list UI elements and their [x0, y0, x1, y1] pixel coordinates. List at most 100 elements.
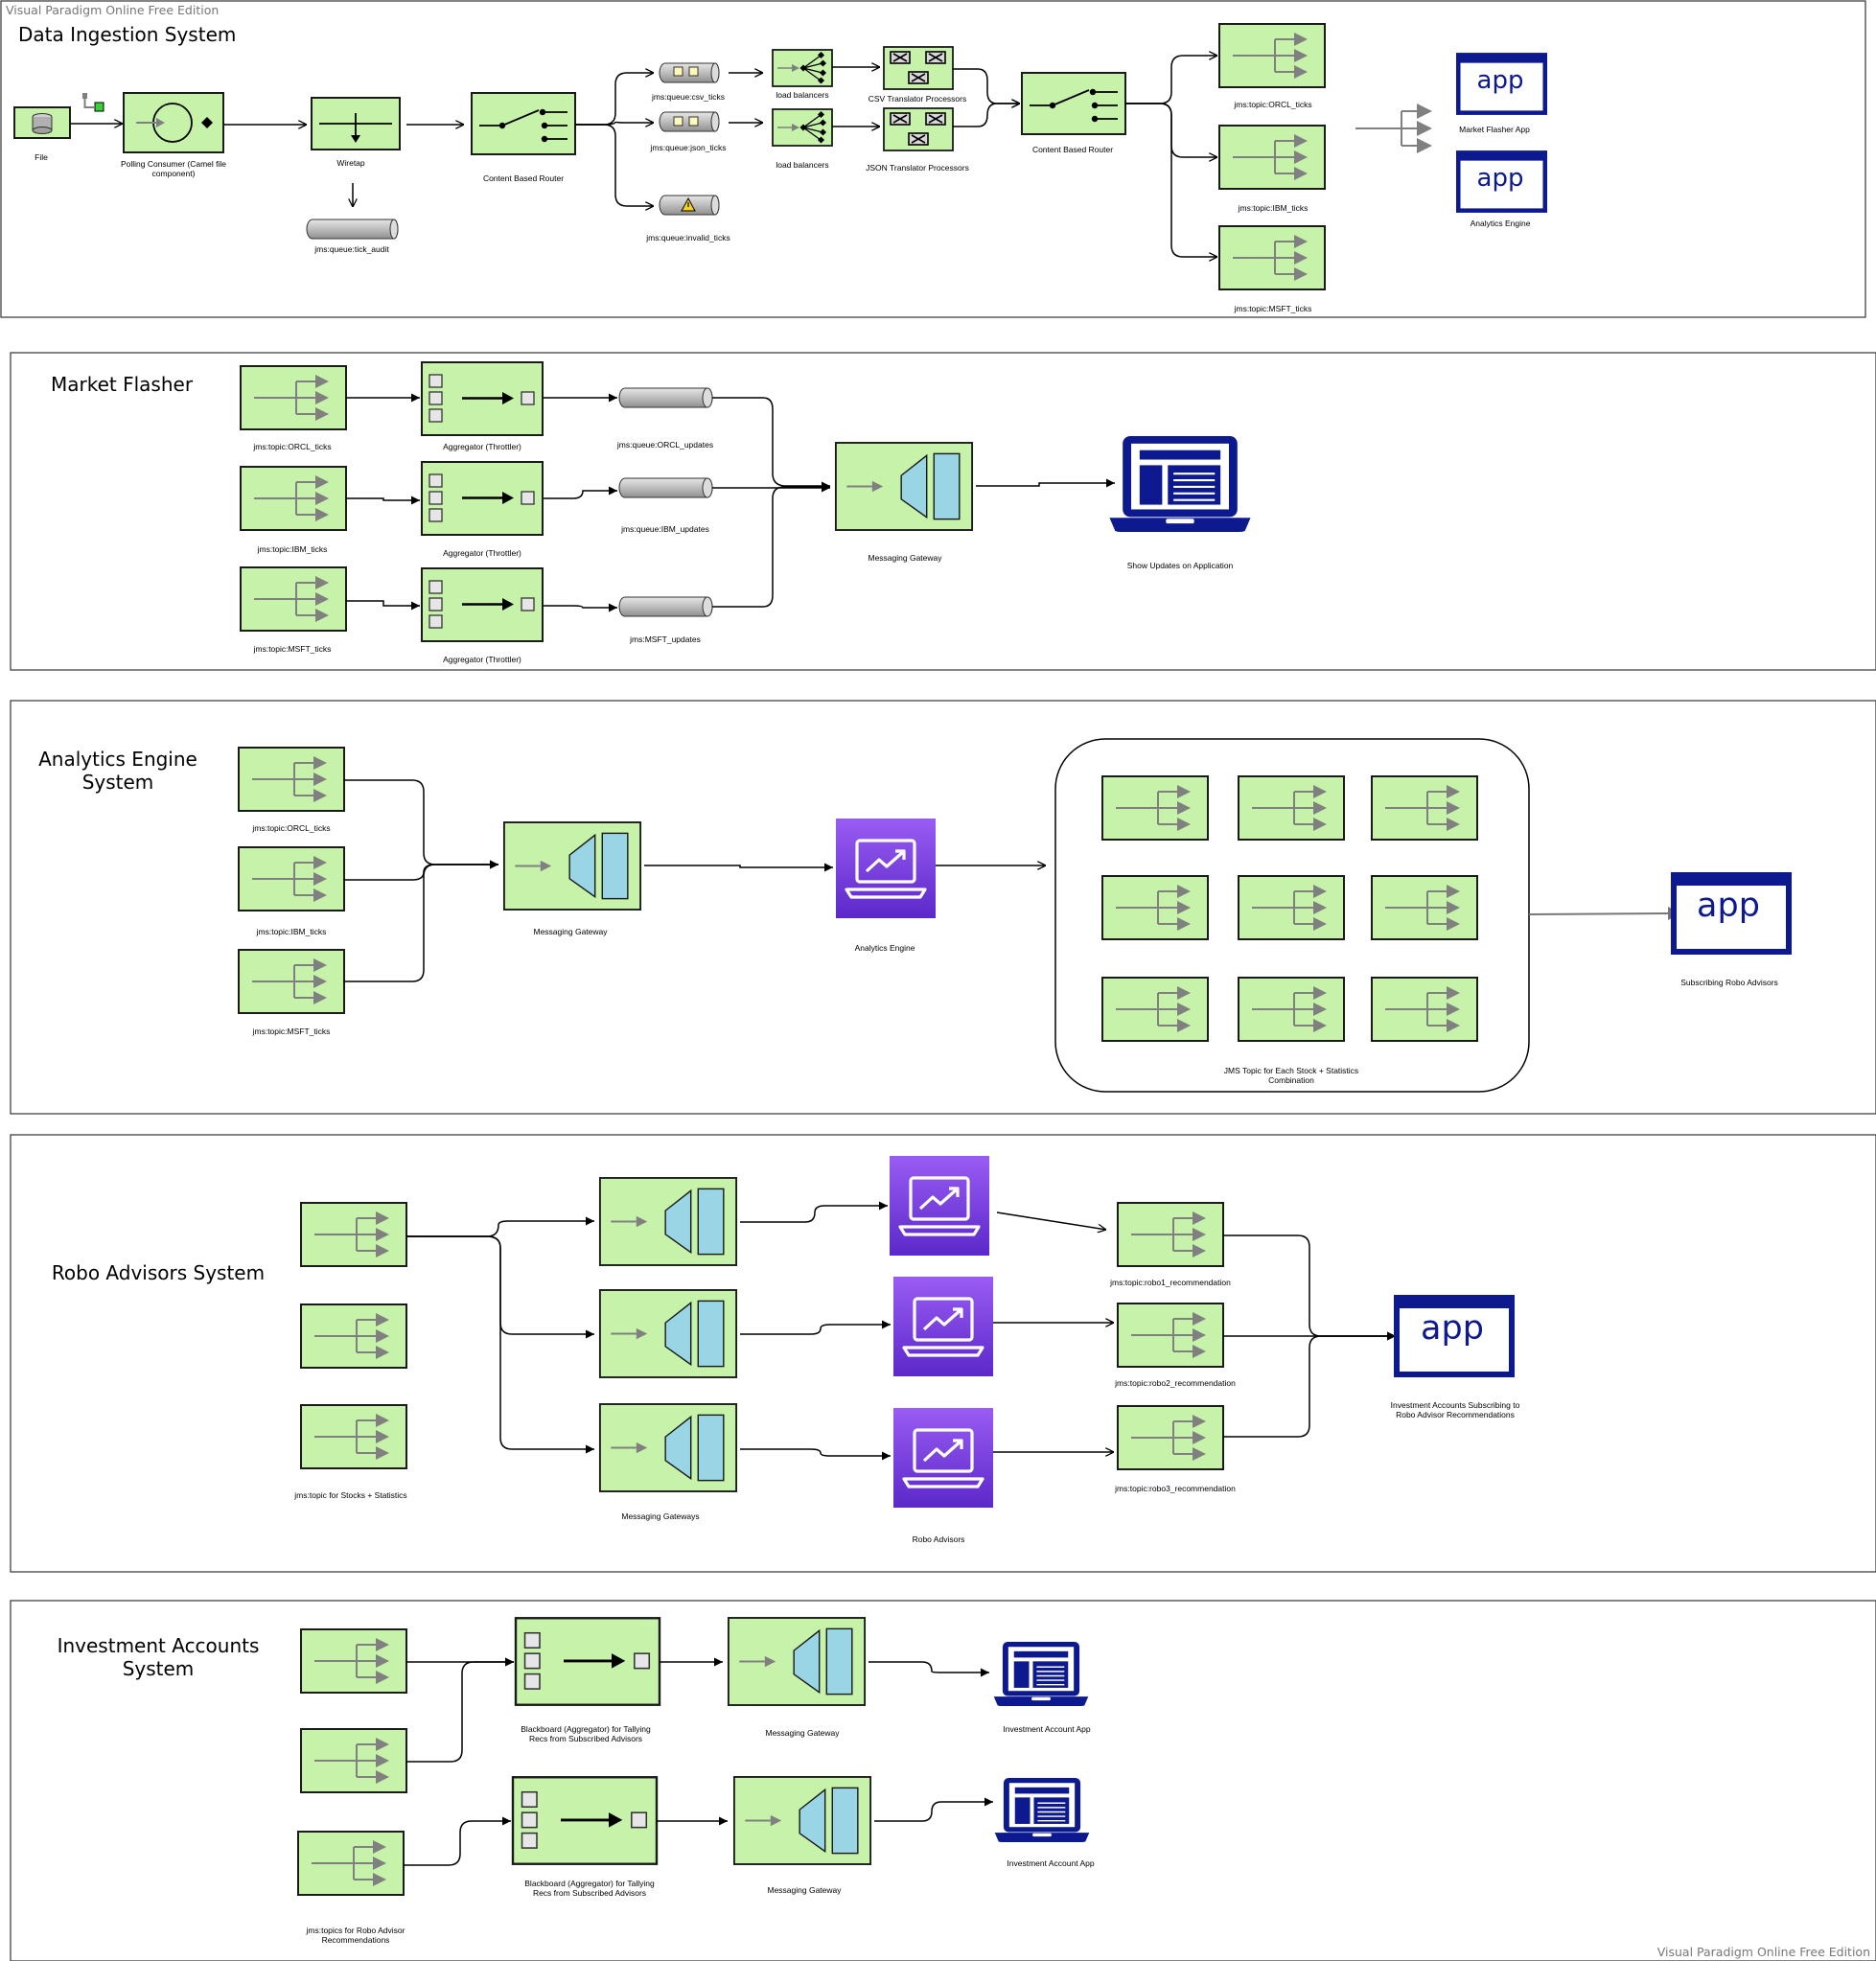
label-file: File	[35, 152, 48, 162]
ia-blackboard-1	[514, 1616, 661, 1707]
mf-label-orcl-updates: jms:queue:ORCL_updates	[616, 440, 713, 450]
ia-label-blackboard-2a: Blackboard (Aggregator) for Tallying	[524, 1879, 655, 1888]
label-wiretap: Wiretap	[336, 158, 365, 168]
mf-channel-orcl-updates-icon	[618, 387, 713, 408]
mf-label-ibm: jms:topic:IBM_ticks	[257, 544, 328, 554]
title-analytics-1: Analytics Engine	[38, 748, 197, 771]
endpoint-icon	[82, 93, 104, 112]
content-based-router-1	[471, 92, 576, 155]
load-balancer-2	[772, 108, 833, 147]
watermark-bottom: Visual Paradigm Online Free Edition	[1656, 1945, 1870, 1959]
section-analytics-engine: Analytics Engine System jms:topic:ORCL_t…	[10, 700, 1876, 1115]
wiretap-icon	[311, 97, 401, 150]
ra-gateway-2	[598, 1289, 738, 1378]
ra-investment-app-icon-text: app	[1421, 1309, 1484, 1348]
ia-gateway-1	[727, 1617, 867, 1706]
mf-topic-msft	[240, 566, 347, 632]
topic-ibm-ticks	[1218, 125, 1326, 190]
ia-topic-2	[300, 1728, 407, 1793]
ae-topic-orcl	[238, 747, 345, 812]
title-investment-1: Investment Accounts	[58, 1634, 260, 1657]
section-robo-advisors: Robo Advisors System jms:topic for Stock…	[10, 1134, 1876, 1573]
label-csv-ticks: jms:queue:csv_ticks	[651, 92, 725, 102]
ae-subscribing-app-icon-text: app	[1697, 887, 1760, 925]
ia-label-app-2: Investment Account App	[1007, 1858, 1094, 1868]
ae-topic-ibm	[238, 846, 345, 911]
label-polling-consumer-1: Polling Consumer (Camel file	[121, 159, 226, 169]
mf-label-show-updates: Show Updates on Application	[1127, 561, 1234, 570]
ia-label-blackboard-2b: Recs from Subscribed Advisors	[533, 1888, 646, 1898]
title-market-flasher: Market Flasher	[51, 373, 194, 396]
channel-json-ticks-icon	[659, 111, 720, 132]
mf-topic-ibm	[240, 466, 347, 531]
mf-channel-msft-updates-icon	[618, 596, 713, 617]
mf-topic-orcl	[240, 365, 347, 430]
title-robo-advisors: Robo Advisors System	[52, 1261, 265, 1284]
mf-label-msft-updates: jms:MSFT_updates	[629, 634, 701, 644]
ra-robo-advisor-2	[892, 1275, 995, 1378]
ae-label-msft: jms:topic:MSFT_ticks	[252, 1027, 331, 1036]
channel-csv-ticks-icon	[659, 62, 720, 83]
mf-label-msft: jms:topic:MSFT_ticks	[253, 644, 332, 654]
ae-analytics-engine-icon	[834, 817, 938, 920]
ra-label-robo-advisors: Robo Advisors	[913, 1534, 965, 1544]
ia-label-topics-2: Recommendations	[322, 1935, 390, 1945]
ia-gateway-2	[732, 1776, 872, 1865]
ra-topic-stats-1	[300, 1202, 407, 1267]
ra-gateway-1	[598, 1177, 738, 1266]
market-flasher-app-icon-text: app	[1477, 66, 1524, 95]
ia-blackboard-2	[511, 1775, 659, 1866]
label-lb-1: load balancers	[776, 90, 828, 100]
label-polling-consumer-2: component)	[152, 169, 196, 178]
ra-label-gateways: Messaging Gateways	[621, 1511, 699, 1521]
ra-label-investment-1: Investment Accounts Subscribing to	[1391, 1400, 1520, 1410]
ia-label-blackboard-1a: Blackboard (Aggregator) for Tallying	[521, 1724, 651, 1734]
ra-label-robo3: jms:topic:robo3_recommendation	[1114, 1484, 1236, 1493]
mf-aggregator-2	[420, 460, 544, 537]
label-csv-proc: CSV Translator Processors	[869, 94, 967, 104]
ia-laptop-2	[994, 1777, 1090, 1843]
title-investment-2: System	[123, 1657, 195, 1680]
ia-label-gateway-1: Messaging Gateway	[765, 1728, 840, 1738]
title-data-ingestion: Data Ingestion System	[18, 23, 236, 46]
section-market-flasher: Market Flasher jms:topic:ORCL_ticks jms:…	[10, 352, 1876, 671]
mf-channel-ibm-updates-icon	[618, 477, 713, 498]
channel-invalid-ticks-icon	[659, 195, 720, 216]
ae-label-jms-topic-2: Combination	[1268, 1075, 1314, 1085]
mf-laptop-icon	[1108, 434, 1252, 534]
label-cbr-2: Content Based Router	[1032, 145, 1113, 154]
csv-translator-processors	[883, 46, 954, 90]
ra-topic-stats-3	[300, 1404, 407, 1469]
label-msft-ticks: jms:topic:MSFT_ticks	[1234, 304, 1312, 313]
label-tick-audit: jms:queue:tick_audit	[313, 244, 389, 254]
topic-orcl-ticks	[1218, 23, 1326, 88]
ra-topic-robo3	[1117, 1405, 1224, 1470]
ae-group-topic-7	[1101, 977, 1209, 1042]
ra-gateway-3	[598, 1403, 738, 1492]
ra-robo-advisor-1	[888, 1154, 991, 1257]
ia-topic-1	[300, 1628, 407, 1694]
ia-label-topics-1: jms:topics for Robo Advisor	[306, 1926, 405, 1935]
ae-group-topic-6	[1371, 875, 1478, 940]
ae-label-gateway: Messaging Gateway	[533, 927, 608, 936]
ra-label-robo2: jms:topic:robo2_recommendation	[1114, 1378, 1236, 1388]
content-based-router-2	[1021, 72, 1126, 135]
ae-messaging-gateway	[502, 821, 642, 911]
ia-topic-3	[297, 1831, 405, 1896]
ra-label-robo1: jms:topic:robo1_recommendation	[1109, 1278, 1231, 1287]
ia-label-app-1: Investment Account App	[1003, 1724, 1090, 1734]
mf-label-ibm-updates: jms:queue:IBM_updates	[620, 524, 709, 534]
label-ibm-ticks: jms:topic:IBM_ticks	[1238, 203, 1309, 213]
ae-label-orcl: jms:topic:ORCL_ticks	[251, 823, 330, 833]
ia-laptop-1	[993, 1641, 1089, 1707]
mf-label-agg-2: Aggregator (Throttler)	[443, 548, 521, 558]
label-orcl-ticks: jms:topic:ORCL_ticks	[1233, 100, 1311, 109]
mf-aggregator-3	[420, 566, 544, 643]
title-analytics-2: System	[82, 771, 154, 794]
ae-group-topic-5	[1238, 875, 1345, 940]
label-json-proc: JSON Translator Processors	[866, 163, 969, 173]
label-lb-2: load balancers	[776, 160, 828, 170]
ae-group-topic-9	[1371, 977, 1478, 1042]
ae-group-topic-3	[1371, 775, 1478, 841]
